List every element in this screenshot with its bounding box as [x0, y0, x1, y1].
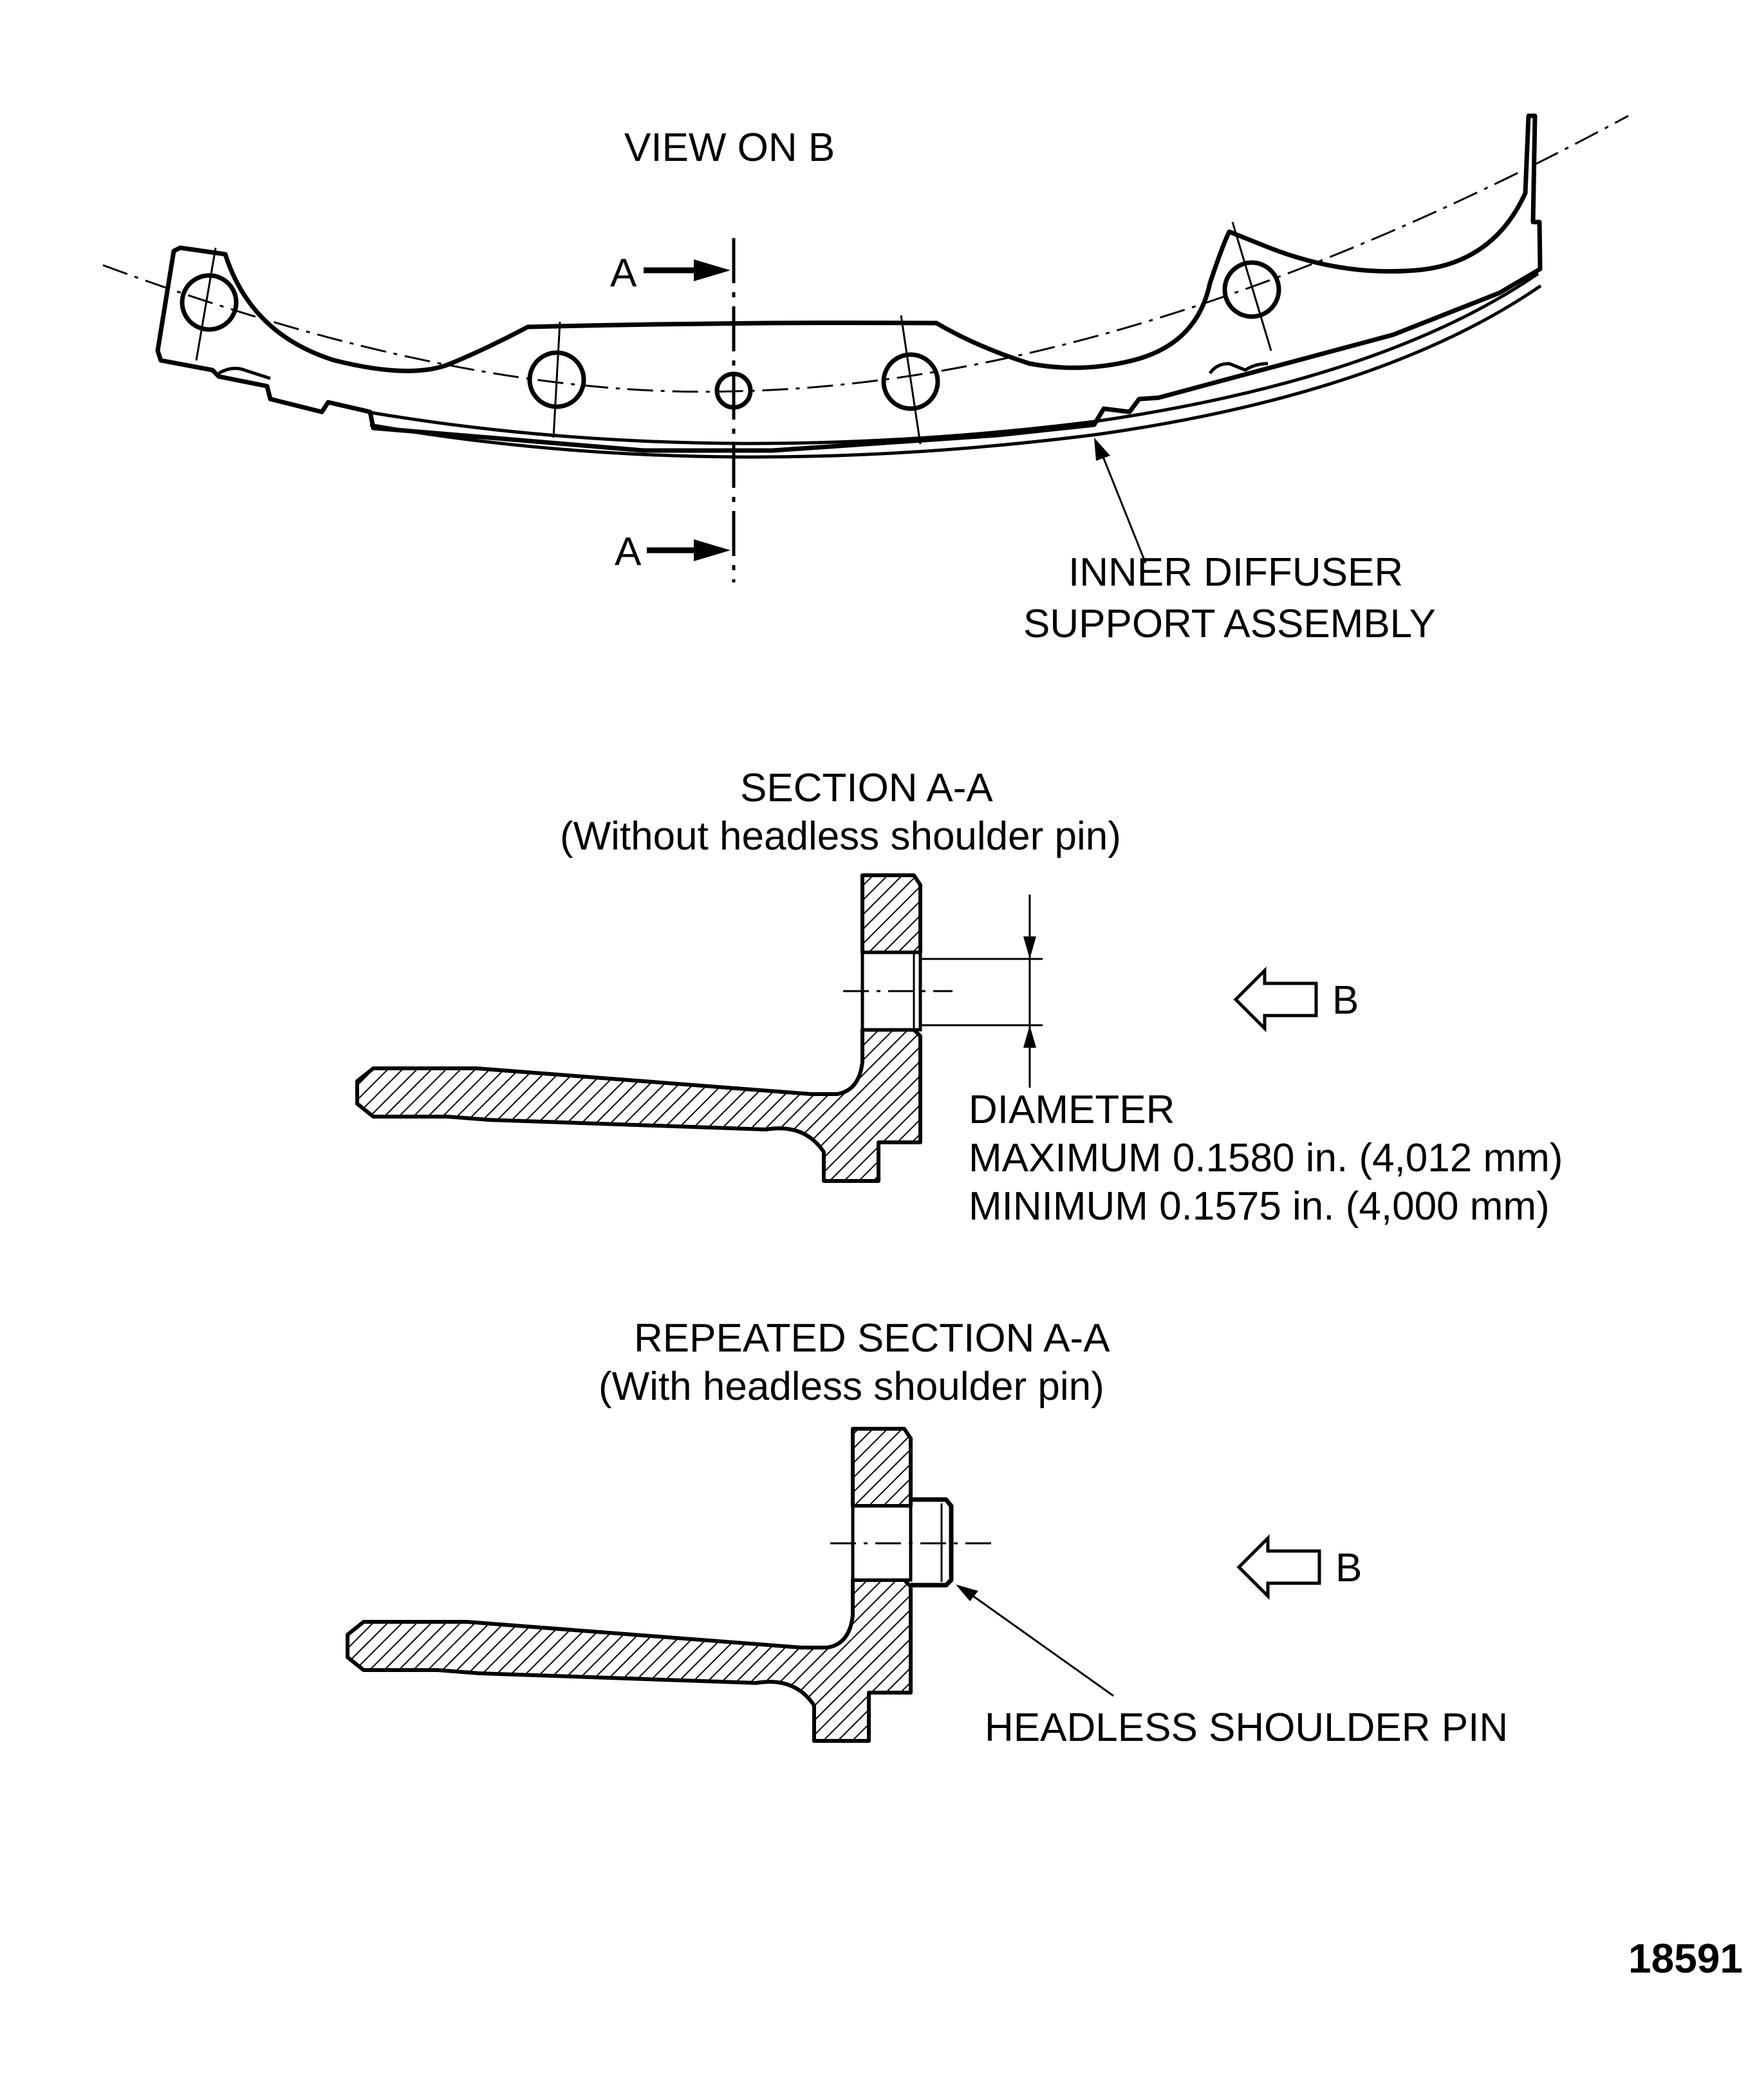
bolt-holes — [180, 260, 1281, 411]
section-aa-direction-label: B — [1332, 978, 1359, 1023]
inner-diffuser-label-line2: SUPPORT ASSEMBLY — [1023, 602, 1436, 646]
repeated-section-profile — [346, 1427, 994, 1743]
section-cut-line: A A — [610, 238, 736, 582]
diameter-minimum: MINIMUM 0.1575 in. (4,000 mm) — [969, 1184, 1550, 1229]
flange-outline — [155, 113, 1543, 453]
section-aa-view-arrow: B — [1233, 966, 1359, 1033]
diameter-title: DIAMETER — [969, 1088, 1175, 1132]
repeated-section-arm — [346, 1578, 913, 1743]
section-aa-subtitle: (Without headless shoulder pin) — [560, 814, 1121, 859]
rim-notch-left — [218, 366, 271, 380]
section-aa-profile — [355, 873, 953, 1183]
section-marker-bottom: A — [615, 530, 642, 574]
inner-band-inner-edge — [369, 284, 1542, 459]
repeated-section-view-arrow: B — [1236, 1534, 1362, 1601]
bolt-hole-4 — [1222, 260, 1281, 319]
section-aa-arm — [355, 1028, 922, 1183]
section-arrow-top — [644, 259, 730, 281]
rim-notch-right — [1208, 362, 1269, 375]
repeated-section-aa: REPEATED SECTION A-A (With headless shou… — [346, 1316, 1508, 1750]
bolt-circle-centerline — [102, 115, 1629, 393]
bolt-hole-2 — [527, 350, 586, 409]
inner-band-outer-edge — [366, 272, 1539, 445]
bolt-hole-1 — [180, 273, 239, 332]
view-on-b: VIEW ON B — [102, 113, 1629, 646]
diameter-dimension — [920, 895, 1043, 1088]
section-aa-title: SECTION A-A — [740, 766, 993, 810]
section-aa: SECTION A-A (Without headless shoulder p… — [355, 766, 1563, 1229]
shoulder-pin-label: HEADLESS SHOULDER PIN — [985, 1705, 1508, 1750]
section-marker-top: A — [610, 251, 637, 295]
view-on-b-title: VIEW ON B — [624, 125, 835, 170]
section-arrow-bottom — [647, 539, 730, 561]
shoulder-pin-leader — [956, 1584, 1114, 1697]
repeated-section-subtitle: (With headless shoulder pin) — [599, 1364, 1104, 1409]
diffuser-segment — [102, 113, 1629, 459]
repeated-section-direction-label: B — [1335, 1546, 1362, 1590]
headless-shoulder-pin — [911, 1497, 954, 1588]
inner-diffuser-leader — [1094, 438, 1147, 564]
diameter-maximum: MAXIMUM 0.1580 in. (4,012 mm) — [969, 1136, 1563, 1180]
hole-radial-centerlines — [195, 221, 1272, 445]
repeated-section-flange — [851, 1427, 913, 1508]
repeated-section-title: REPEATED SECTION A-A — [634, 1316, 1110, 1361]
bolt-hole-3 — [881, 352, 940, 411]
section-aa-flange — [860, 873, 922, 954]
inner-diffuser-label-line1: INNER DIFFUSER — [1068, 550, 1403, 595]
figure-number: 18591 — [1628, 1935, 1743, 1982]
